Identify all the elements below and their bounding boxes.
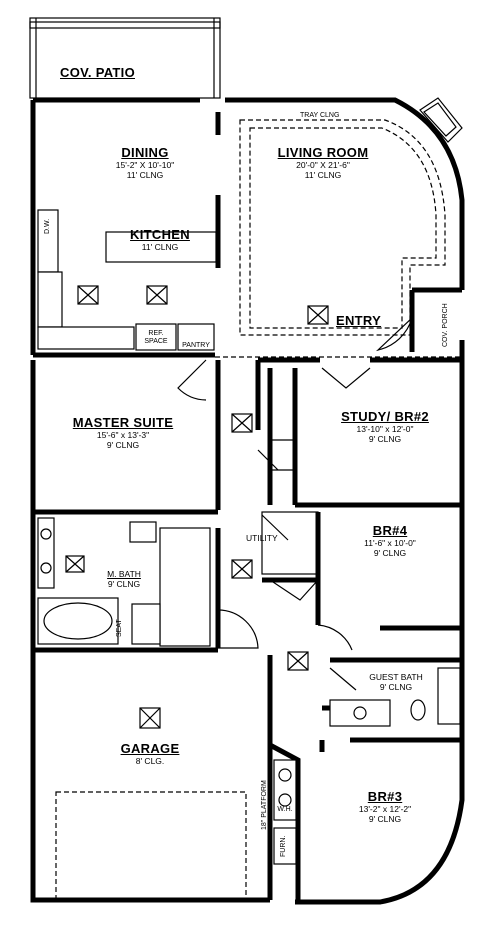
kitchen-ceiling: 11' CLNG xyxy=(141,241,179,252)
guest-bath: GUEST BATH 9' CLNG xyxy=(356,672,436,693)
garage-label: GARAGE xyxy=(120,741,180,756)
pantry-label: PANTRY xyxy=(182,342,210,349)
tray-ceiling-outline xyxy=(239,119,446,336)
br3-ceiling: 9' CLNG xyxy=(368,813,402,824)
br4-label: BR#4 xyxy=(372,523,408,538)
garage-ceiling: 8' CLG. xyxy=(135,755,165,766)
dining-room: DINING 15'-2" X 10'-10" 11' CLNG xyxy=(80,145,210,180)
ref-space-label: REF. SPACE xyxy=(144,330,168,346)
living-room: LIVING ROOM 20'-0" X 21'-6" 11' CLNG xyxy=(258,145,388,180)
br4-ceiling: 9' CLNG xyxy=(373,547,407,558)
study-dims: 13'-10" x 12'-0" xyxy=(356,423,414,434)
garage: GARAGE 8' CLG. xyxy=(100,741,200,767)
br4-room: BR#4 11'-6" x 10'-0" 9' CLNG xyxy=(330,523,450,558)
guest-bath-label: GUEST BATH xyxy=(369,672,423,682)
cov-porch-label: COV. PORCH xyxy=(442,303,449,347)
dining-label: DINING xyxy=(121,145,169,160)
cov-patio-label: COV. PATIO xyxy=(60,65,135,80)
dw-label: D.W. xyxy=(44,218,51,234)
tray-clng-label: TRAY CLNG xyxy=(300,112,340,119)
entry-label: ENTRY xyxy=(336,313,382,328)
door-swings xyxy=(177,316,414,691)
study-ceiling: 9' CLNG xyxy=(368,433,402,444)
master-suite: MASTER SUITE 15'-6" x 13'-3" 9' CLNG xyxy=(48,415,198,450)
br3-room: BR#3 13'-2" x 12'-2" 9' CLNG xyxy=(330,789,440,824)
dining-ceiling: 11' CLNG xyxy=(126,169,164,180)
m-bath-label: M. BATH xyxy=(107,569,141,579)
bay-window xyxy=(419,97,463,143)
study-room: STUDY/ BR#2 13'-10" x 12'-0" 9' CLNG xyxy=(320,409,450,444)
study-label: STUDY/ BR#2 xyxy=(341,409,429,424)
kitchen: KITCHEN 11' CLNG xyxy=(112,227,208,253)
light-fixtures xyxy=(65,285,329,729)
master-suite-label: MASTER SUITE xyxy=(72,415,174,430)
br3-dims: 13'-2" x 12'-2" xyxy=(358,803,412,814)
furn-label: FURN. xyxy=(280,835,287,857)
kitchen-label: KITCHEN xyxy=(130,227,190,242)
m-bath-ceiling: 9' CLNG xyxy=(107,578,141,589)
dining-dims: 15'-2" X 10'-10" xyxy=(115,159,175,170)
living-room-ceiling: 11' CLNG xyxy=(304,169,342,180)
interior-walls xyxy=(33,112,462,902)
exterior-walls xyxy=(30,97,465,905)
platform-label: 18" PLATFORM xyxy=(261,780,268,830)
seat-label: SEAT xyxy=(116,619,123,637)
master-suite-dims: 15'-6" x 13'-3" xyxy=(96,429,150,440)
living-room-dims: 20'-0" X 21'-6" xyxy=(296,159,350,170)
cov-patio-outline xyxy=(29,17,221,99)
br3-label: BR#3 xyxy=(367,789,403,804)
utility-label: UTILITY xyxy=(246,533,278,543)
wh-label: W.H. xyxy=(277,806,293,813)
m-bath: M. BATH 9' CLNG xyxy=(96,569,152,590)
master-suite-ceiling: 9' CLNG xyxy=(106,439,140,450)
br4-dims: 11'-6" x 10'-0" xyxy=(364,537,416,548)
living-room-label: LIVING ROOM xyxy=(277,145,369,160)
guest-bath-ceiling: 9' CLNG xyxy=(379,681,413,692)
